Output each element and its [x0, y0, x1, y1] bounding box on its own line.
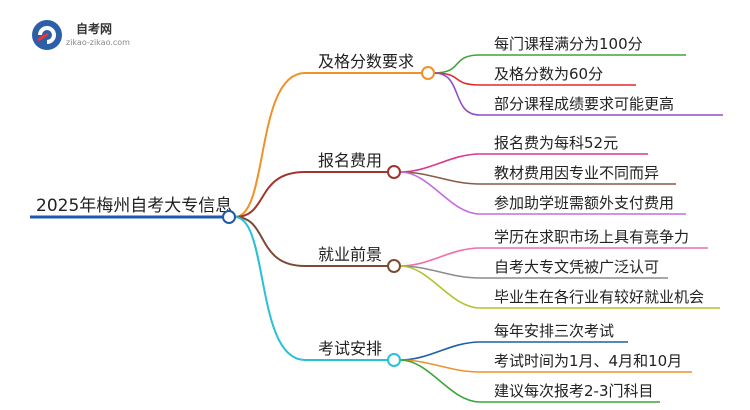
leaf-connector — [399, 171, 481, 185]
branch-label: 及格分数要求 — [318, 52, 414, 71]
branch-connector — [234, 72, 306, 218]
leaf-label: 每年安排三次考试 — [494, 322, 614, 340]
leaf-label: 参加助学班需额外支付费用 — [494, 194, 674, 212]
leaf-label: 教材费用因专业不同而异 — [494, 164, 659, 182]
leaf-label: 考试时间为1月、4月和10月 — [494, 352, 682, 370]
leaf-connector — [433, 54, 481, 74]
leaf-connector — [433, 72, 481, 116]
branch-connector — [234, 216, 306, 267]
branch-label: 报名费用 — [318, 151, 382, 170]
branch-label: 考试安排 — [318, 339, 382, 358]
leaf-label: 部分课程成绩要求可能更高 — [494, 95, 674, 113]
root-node — [222, 210, 236, 224]
branch-node — [387, 165, 401, 179]
logo-url: zikao-zikao.com — [66, 38, 130, 47]
leaf-connector — [399, 341, 481, 361]
root-label: 2025年梅州自考大专信息 — [36, 196, 232, 216]
logo-title: 自考网 — [76, 22, 113, 36]
leaf-connector — [399, 359, 481, 373]
branch-label: 就业前景 — [318, 245, 382, 264]
leaf-connector — [399, 359, 481, 403]
leaf-label: 及格分数为60分 — [494, 65, 603, 83]
leaf-label: 学历在求职市场上具有竞争力 — [494, 228, 689, 246]
leaf-connector — [399, 171, 481, 215]
leaf-label: 报名费为每科52元 — [494, 134, 618, 152]
site-logo: 自考网 zikao-zikao.com — [30, 18, 160, 54]
leaf-connector — [433, 72, 481, 86]
leaf-label: 每门课程满分为100分 — [494, 35, 643, 53]
leaf-label: 建议每次报考2-3门科目 — [494, 382, 654, 400]
leaf-connector — [399, 153, 481, 173]
leaf-connector — [399, 265, 481, 279]
branch-node — [421, 66, 435, 80]
leaf-label: 自考大专文凭被广泛认可 — [494, 258, 659, 276]
leaf-connector — [399, 265, 481, 309]
leaf-connector — [399, 247, 481, 267]
branch-connector — [234, 216, 306, 361]
branch-node — [387, 259, 401, 273]
logo-icon — [32, 20, 62, 50]
branch-node — [387, 353, 401, 367]
leaf-label: 毕业生在各行业有较好就业机会 — [494, 288, 704, 306]
branch-connector — [234, 171, 306, 218]
